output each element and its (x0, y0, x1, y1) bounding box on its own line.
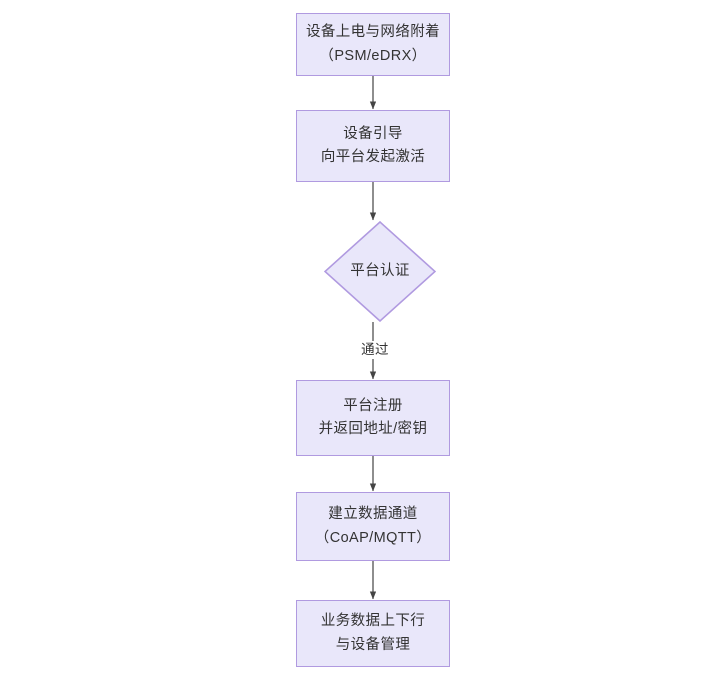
node-power-on-line-1: 设备上电与网络附着 (305, 24, 441, 41)
node-power-on-line-2: （PSM/eDRX） (319, 47, 427, 64)
node-platform-register-line-1: 平台注册 (343, 397, 403, 414)
node-service-data-line-1: 业务数据上下行 (320, 613, 426, 630)
edge-label-pass: 通过 (350, 341, 400, 360)
node-platform-register[interactable]: 平台注册 并返回地址/密钥 (296, 380, 450, 456)
node-data-channel-line-2: （CoAP/MQTT） (314, 529, 432, 546)
diamond-shape-icon (324, 221, 436, 322)
node-bootstrap[interactable]: 设备引导 向平台发起激活 (296, 110, 450, 182)
node-data-channel-line-1: 建立数据通道 (328, 506, 418, 523)
node-platform-register-line-2: 并返回地址/密钥 (318, 421, 428, 437)
node-service-data[interactable]: 业务数据上下行 与设备管理 (296, 600, 450, 667)
node-bootstrap-line-2: 向平台发起激活 (320, 149, 426, 165)
node-platform-auth-label: 平台认证 (350, 262, 410, 279)
node-power-on[interactable]: 设备上电与网络附着 （PSM/eDRX） (296, 13, 450, 76)
node-bootstrap-line-1: 设备引导 (343, 125, 403, 142)
node-platform-auth[interactable]: 平台认证 (324, 221, 436, 322)
node-service-data-line-2: 与设备管理 (335, 636, 411, 653)
node-data-channel[interactable]: 建立数据通道 （CoAP/MQTT） (296, 492, 450, 561)
